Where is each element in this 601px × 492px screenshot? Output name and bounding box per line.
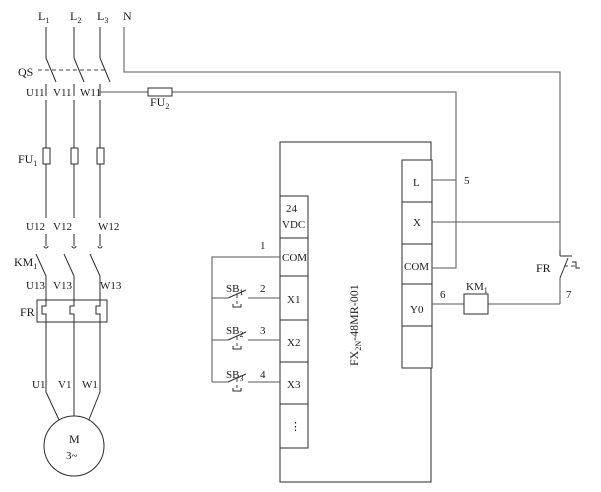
pushbutton-sb1-label: SB1: [226, 283, 243, 297]
phase-l2-label: L2: [70, 9, 81, 25]
plc-terminal-x2: X2: [287, 337, 300, 349]
phase-wires-lower: [45, 164, 101, 218]
pushbutton-sb3: [227, 373, 247, 392]
plc-terminal-com-out: COM: [404, 261, 429, 273]
node-5: 5: [464, 175, 470, 187]
node-3: 3: [260, 325, 266, 337]
terminal-v13: V13: [53, 280, 72, 292]
fr-nc-contact: [559, 250, 580, 279]
plc-terminal-x3: X3: [287, 379, 301, 391]
plc-output-terminal-strip: [401, 159, 433, 369]
input-wiring: [211, 256, 280, 383]
supply-wires: [45, 27, 561, 250]
node-4: 4: [260, 369, 266, 381]
fuse-fu1-w: [96, 147, 105, 165]
terminal-v11: V11: [53, 87, 72, 99]
output-wiring: [432, 179, 561, 305]
pushbutton-sb1: [227, 289, 247, 308]
pushbutton-sb2: [227, 331, 247, 350]
node-1: 1: [260, 240, 266, 252]
overload-fr-label: FR: [20, 305, 35, 319]
motor-leads: [45, 322, 101, 423]
phase-wires-mid: [45, 100, 101, 148]
phase-l1-label: L1: [38, 9, 49, 25]
plc-terminal-vdc: VDC: [282, 219, 305, 231]
terminal-w1: W1: [82, 379, 98, 391]
terminal-u13: U13: [26, 280, 45, 292]
pushbutton-sb3-label: SB3: [226, 369, 243, 383]
terminal-u12: U12: [26, 221, 45, 233]
motor-symbol: [43, 415, 105, 477]
fuse-fu2-label: FU2: [150, 95, 169, 111]
plc-terminal-24: 24: [286, 203, 298, 215]
plc-terminal-more: ⋮: [290, 421, 301, 433]
fr-contact-label: FR: [536, 261, 551, 275]
plc-terminal-x1: X1: [287, 294, 300, 306]
motor-phase-label: 3~: [66, 450, 78, 462]
plc-input-terminal-strip: [279, 195, 309, 449]
terminal-u1: U1: [32, 379, 45, 391]
fuse-fu1-v: [70, 147, 79, 165]
neutral-n-label: N: [123, 9, 132, 23]
plc-terminal-com-in: COM: [282, 252, 307, 264]
node-2: 2: [260, 283, 266, 295]
plc-model-label: FX2N-48MR-001: [347, 284, 363, 366]
terminal-w12: W12: [98, 221, 119, 233]
node-6: 6: [440, 289, 446, 301]
coil-km1-label: KM1: [466, 281, 488, 295]
contactor-km1: [35, 234, 103, 277]
motor-m-label: M: [69, 432, 80, 446]
node-7: 7: [566, 289, 572, 301]
plc-terminal-l: L: [413, 177, 420, 189]
overload-fr: [36, 276, 108, 323]
contactor-km1-label: KM1: [14, 255, 37, 271]
terminal-v1: V1: [58, 379, 71, 391]
coil-km1: [463, 293, 489, 315]
pushbutton-sb2-label: SB2: [226, 325, 243, 339]
terminal-v12: V12: [53, 221, 72, 233]
qs-switch-label: QS: [18, 65, 33, 79]
plc-terminal-x: X: [413, 217, 421, 229]
qs-switch: [38, 57, 111, 96]
fuse-fu1-u: [42, 147, 51, 165]
plc-terminal-y0: Y0: [410, 304, 424, 316]
fuse-fu1-label: FU1: [18, 152, 37, 168]
phase-l3-label: L3: [97, 9, 108, 25]
terminal-w13: W13: [100, 280, 122, 292]
terminal-w11: W11: [80, 87, 101, 99]
terminal-u11: U11: [26, 87, 45, 99]
